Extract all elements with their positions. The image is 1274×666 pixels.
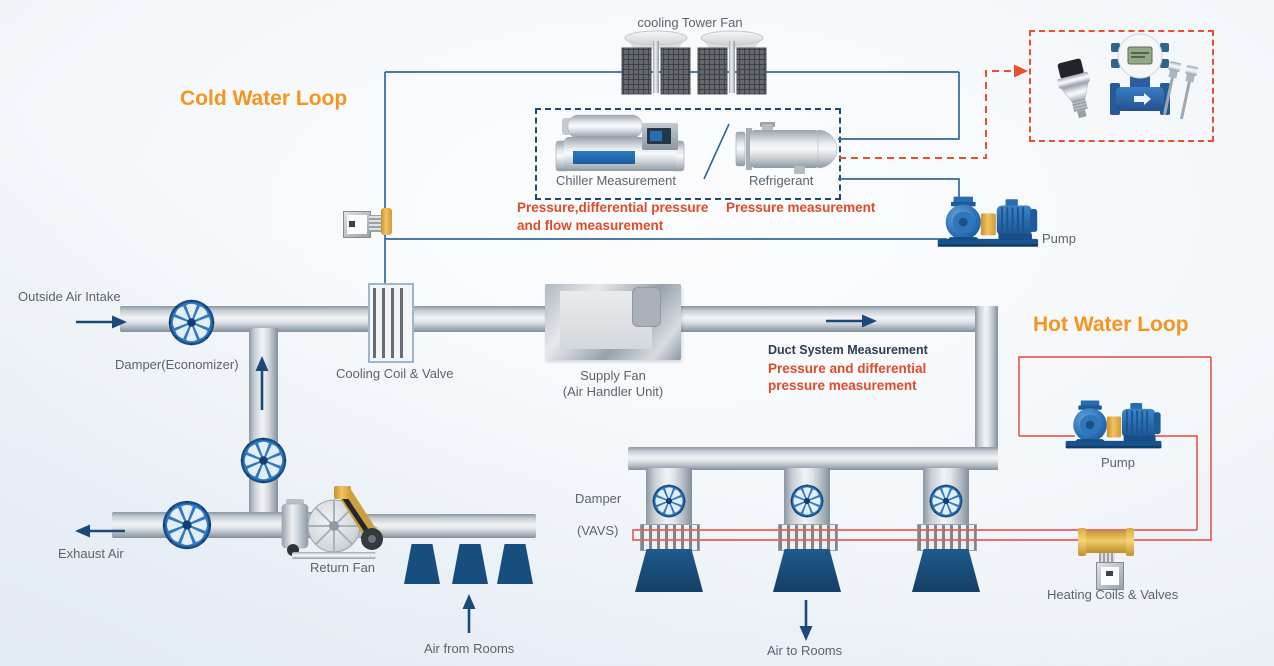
vav-damper-fan-icon: [790, 484, 824, 518]
air-to-rooms-arrow: [799, 600, 813, 641]
cold-water-loop-title: Cold Water Loop: [180, 87, 348, 110]
hot-water-pipes: [632, 356, 1212, 541]
centrifugal-pump-icon: [1064, 399, 1163, 450]
valve-actuator-icon: [1096, 562, 1124, 590]
outside-air-intake-label: Outside Air Intake: [18, 289, 121, 304]
main-supply-duct-right: [676, 306, 998, 332]
refrigerant-vessel-icon: [735, 122, 838, 174]
centrifugal-pump-icon: [936, 195, 1040, 248]
cooling-coil-valve-label: Cooling Coil & Valve: [336, 366, 454, 381]
exhaust-air-label: Exhaust Air: [58, 546, 124, 561]
supply-duct-downcomer: [975, 306, 998, 470]
supply-fan-label-line2: (Air Handler Unit): [562, 384, 664, 399]
meter-pipe-stub: [369, 215, 382, 232]
chiller-note-line2: and flow measurement: [517, 218, 664, 233]
air-from-rooms-arrow: [462, 594, 476, 633]
exhaust-air-arrow: [75, 524, 125, 538]
cooling-tower-fan-label: cooling Tower Fan: [637, 15, 743, 30]
return-air-up-arrow: [255, 356, 269, 410]
chiller-measurement-label: Chiller Measurement: [556, 173, 676, 188]
economizer-damper-fan-icon: [168, 299, 215, 346]
exhaust-fan-icon: [162, 500, 212, 550]
supply-air-arrow: [826, 314, 877, 328]
cooling-tower-icon: [621, 30, 691, 95]
refrigerant-note: Pressure measurement: [726, 200, 876, 215]
pipe-meter-icon: [343, 211, 371, 238]
duct-note-line1: Pressure and differential: [768, 361, 927, 376]
return-duct: [352, 514, 536, 538]
duct-system-measurement-label: Duct System Measurement: [768, 343, 928, 357]
belt-drive-fan-icon: [281, 486, 383, 559]
damper-economizer-label: Damper(Economizer): [115, 357, 239, 372]
pipe-coupling-icon: [381, 208, 392, 235]
chiller-measurement-box: [535, 108, 841, 200]
heating-coils-valves-label: Heating Coils & Valves: [1047, 587, 1179, 602]
air-to-rooms-label: Air to Rooms: [767, 643, 843, 658]
return-fan-label: Return Fan: [310, 560, 376, 575]
air-diffuser-icon: [912, 549, 980, 592]
hot-pump-label: Pump: [1101, 455, 1135, 470]
divider-slash: [703, 123, 730, 180]
temperature-sensor-icon: [1162, 61, 1199, 120]
vav-heating-coil-icon: [640, 524, 700, 551]
cooling-tower-icon: [697, 30, 767, 95]
flow-meter-icon: [1110, 33, 1170, 115]
hot-water-loop-title: Hot Water Loop: [1033, 313, 1189, 336]
pressure-transmitter-icon: [1057, 58, 1090, 119]
air-from-rooms-label: Air from Rooms: [424, 641, 515, 656]
return-branch-fan-icon: [240, 437, 287, 484]
damper-vavs-label-line2: (VAVS): [577, 523, 619, 538]
instruments-box: [1029, 30, 1214, 142]
duct-note-line2: pressure measurement: [768, 378, 917, 393]
refrigerant-label: Refrigerant: [749, 173, 814, 188]
supply-fan-label-line1: Supply Fan: [580, 368, 646, 383]
vav-header-duct: [628, 447, 998, 470]
cooling-coil-icon: [368, 283, 414, 363]
chiller-note-line1: Pressure,differential pressure: [517, 200, 709, 215]
air-diffuser-icon: [773, 549, 841, 592]
outside-air-arrow: [76, 315, 127, 329]
ahu-access-window: [632, 287, 661, 327]
heating-valve-stem: [1099, 553, 1115, 564]
chiller-icon: [555, 114, 685, 172]
vav-damper-fan-icon: [652, 484, 686, 518]
instrument-link-dashed: [839, 64, 1028, 159]
vav-damper-fan-icon: [929, 484, 963, 518]
air-diffuser-icon: [635, 549, 703, 592]
damper-vavs-label-line1: Damper: [575, 491, 622, 506]
cold-pump-label: Pump: [1042, 231, 1076, 246]
heating-valve-icon: [1078, 528, 1134, 556]
air-handler-unit-icon: [545, 284, 681, 360]
flow-arrows: [75, 314, 877, 641]
